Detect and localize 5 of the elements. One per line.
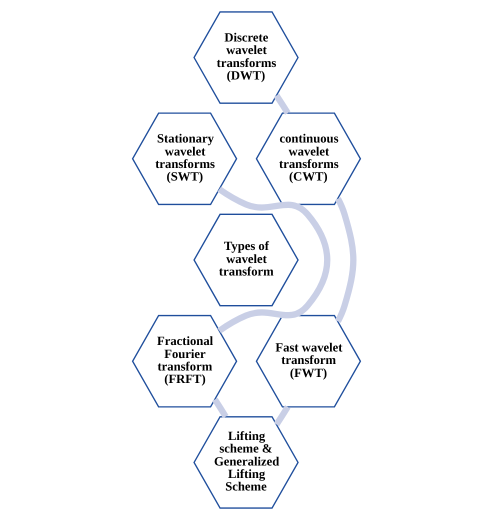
connector [335,197,356,323]
connector [274,94,290,115]
connector [218,186,330,334]
connector [212,398,228,418]
connector [274,405,290,426]
